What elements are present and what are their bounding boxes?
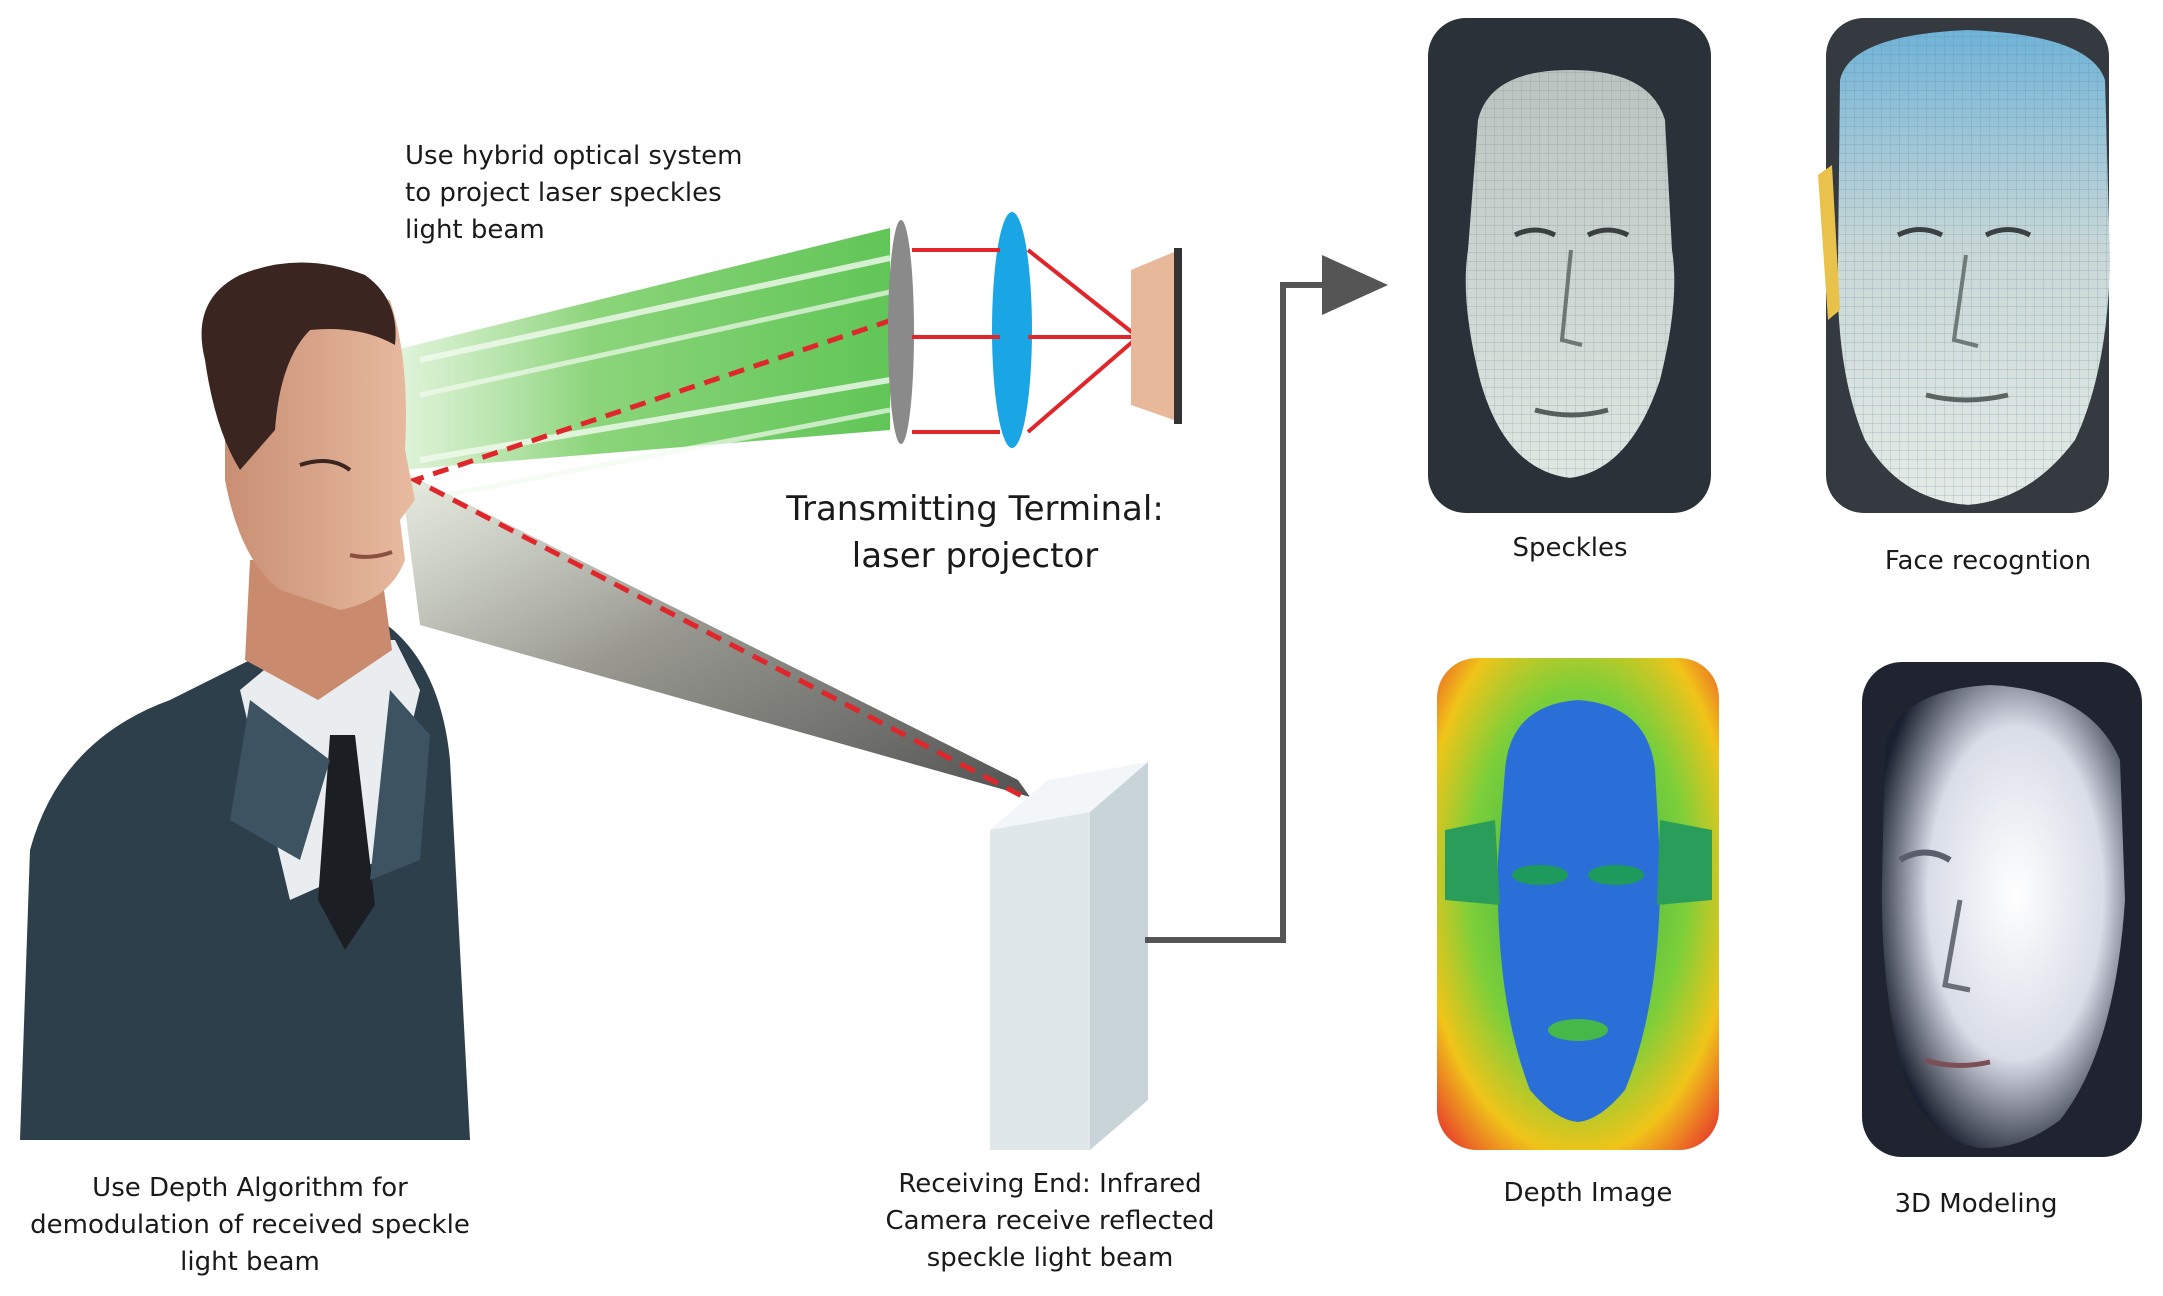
green-projection-beam — [395, 228, 891, 503]
transmitting-terminal-label: Transmitting Terminal: laser projector — [786, 489, 1164, 576]
receiving-end-label: Receiving End: Infrared Camera receive r… — [885, 1169, 1215, 1273]
arrow-head-icon — [1322, 255, 1388, 315]
blue-lens — [992, 212, 1032, 448]
laser-source — [1131, 252, 1174, 420]
flow-arrow — [1145, 282, 1322, 943]
hair — [201, 262, 396, 470]
tie — [318, 735, 375, 950]
depth-algorithm-label: Use Depth Algorithm for demodulation of … — [30, 1173, 470, 1277]
depth-image-panel — [1437, 658, 1719, 1150]
man-illustration — [20, 262, 470, 1140]
laser-dashed-path — [408, 317, 1024, 799]
laser-projector — [888, 212, 1182, 448]
3d-modeling-label: 3D Modeling — [1894, 1189, 2058, 1219]
speckles-label: Speckles — [1512, 533, 1628, 563]
projector-note: Use hybrid optical system to project las… — [405, 141, 743, 245]
infrared-camera — [990, 762, 1148, 1150]
gray-lens — [888, 220, 914, 444]
depth-image-label: Depth Image — [1503, 1178, 1673, 1208]
face-recognition-panel — [1818, 18, 2110, 513]
speckles-panel — [1428, 18, 1711, 513]
face-recognition-label: Face recogntion — [1884, 546, 2092, 576]
3d-modeling-panel — [1862, 662, 2142, 1157]
